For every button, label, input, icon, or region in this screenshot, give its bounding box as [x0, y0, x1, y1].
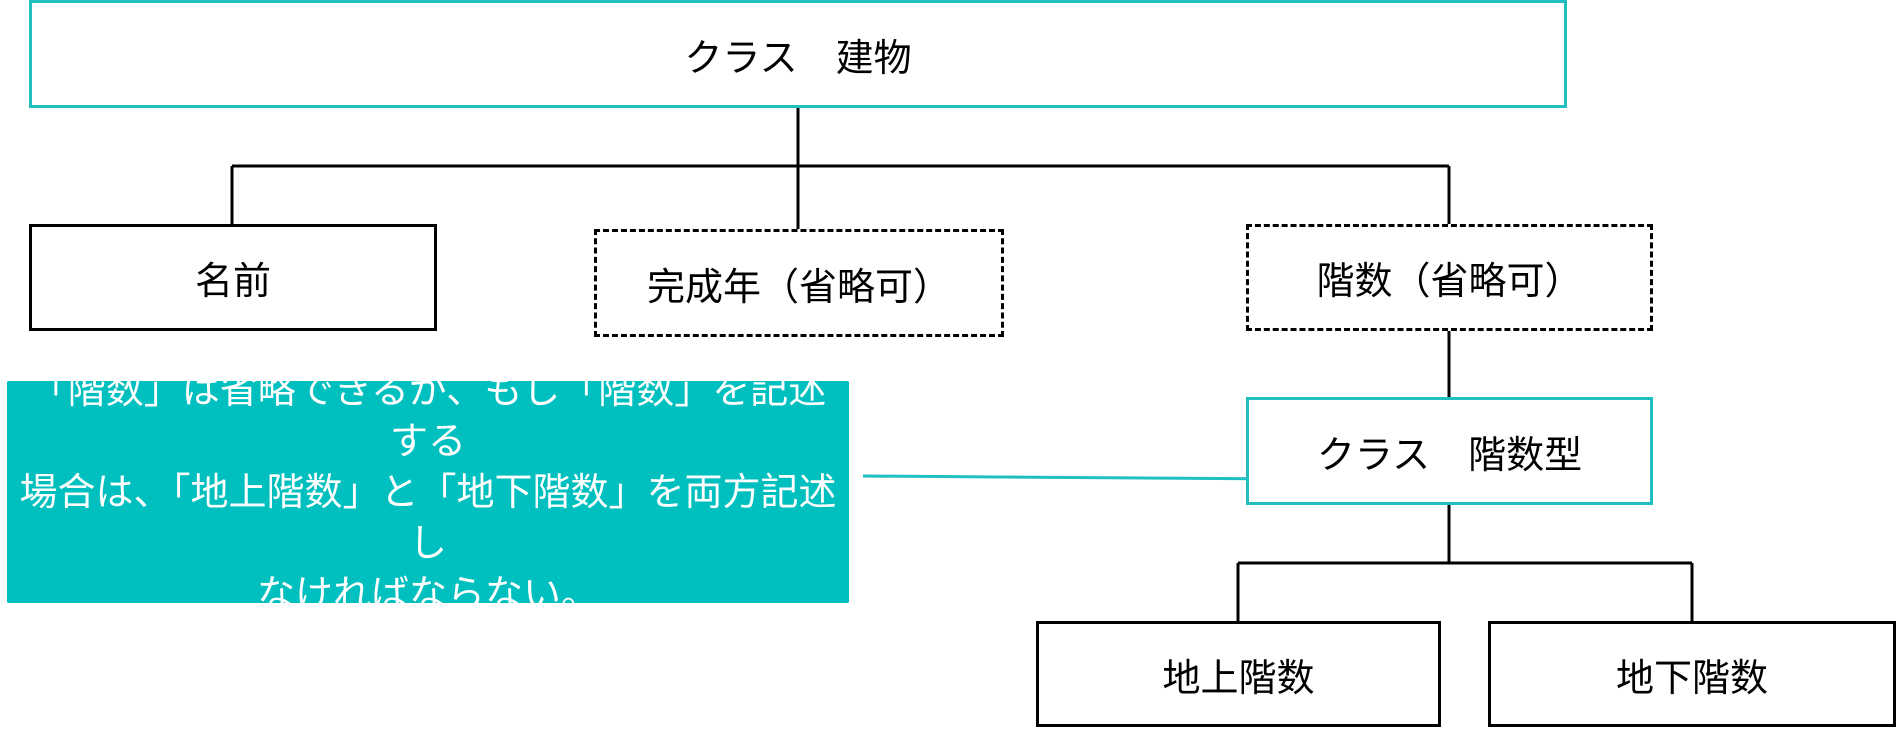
name-attribute-box: 名前 — [29, 224, 437, 331]
floors-attribute-box: 階数（省略可） — [1246, 224, 1653, 331]
name-attribute-label: 名前 — [194, 259, 271, 303]
note-callout-text: 「階数」は省略できるが、もし「階数」を記述する 場合は、「地上階数」と「地下階数… — [19, 367, 837, 616]
note-pointer-line — [862, 474, 1287, 481]
class-floor-type-label: クラス 階数型 — [1316, 432, 1583, 477]
floors-below-ground-box: 地下階数 — [1488, 621, 1896, 727]
floors-above-ground-box: 地上階数 — [1036, 621, 1441, 727]
class-floor-type-box: クラス 階数型 — [1246, 397, 1653, 505]
completion-year-label: 完成年（省略可） — [646, 264, 951, 309]
floors-below-ground-label: 地下階数 — [1615, 655, 1768, 700]
note-callout: 「階数」は省略できるが、もし「階数」を記述する 場合は、「地上階数」と「地下階数… — [7, 368, 849, 616]
completion-year-box: 完成年（省略可） — [594, 229, 1004, 337]
class-building-box: クラス 建物 — [29, 0, 1567, 108]
floors-attribute-label: 階数（省略可） — [1316, 259, 1583, 303]
class-building-label: クラス 建物 — [684, 35, 912, 80]
floors-above-ground-label: 地上階数 — [1162, 655, 1315, 700]
